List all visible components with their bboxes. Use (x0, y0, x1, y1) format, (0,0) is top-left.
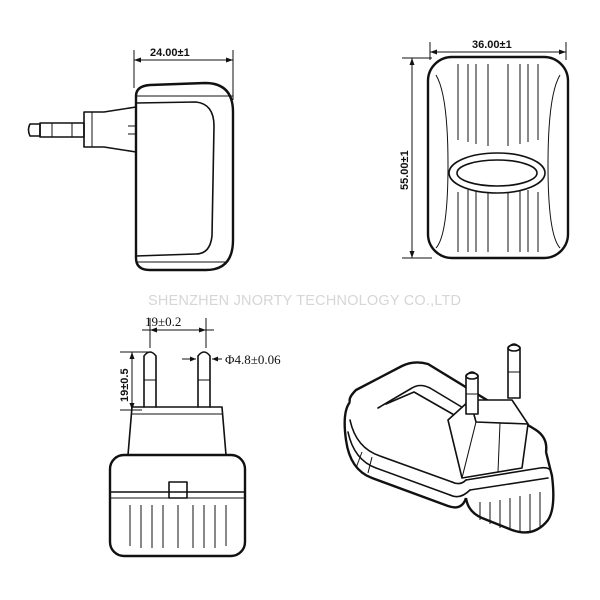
pin-length-label: 19±0.5 (119, 368, 131, 402)
side-view: 24.00±1 (27, 47, 235, 272)
front-view: 36.00±1 55.00±1 (399, 39, 570, 260)
isometric-view (343, 343, 555, 534)
side-width-label: 24.00±1 (150, 47, 190, 59)
company-watermark: SHENZHEN JNORTY TECHNOLOGY CO.,LTD (148, 293, 461, 309)
pin-view: 19±0.2 Φ4.8±0.06 19±0.5 (108, 314, 281, 558)
front-height-label: 55.00±1 (399, 150, 411, 190)
pin-spacing-label: 19±0.2 (145, 314, 181, 329)
pin-diameter-label: Φ4.8±0.06 (225, 352, 281, 367)
front-width-label: 36.00±1 (472, 39, 512, 51)
